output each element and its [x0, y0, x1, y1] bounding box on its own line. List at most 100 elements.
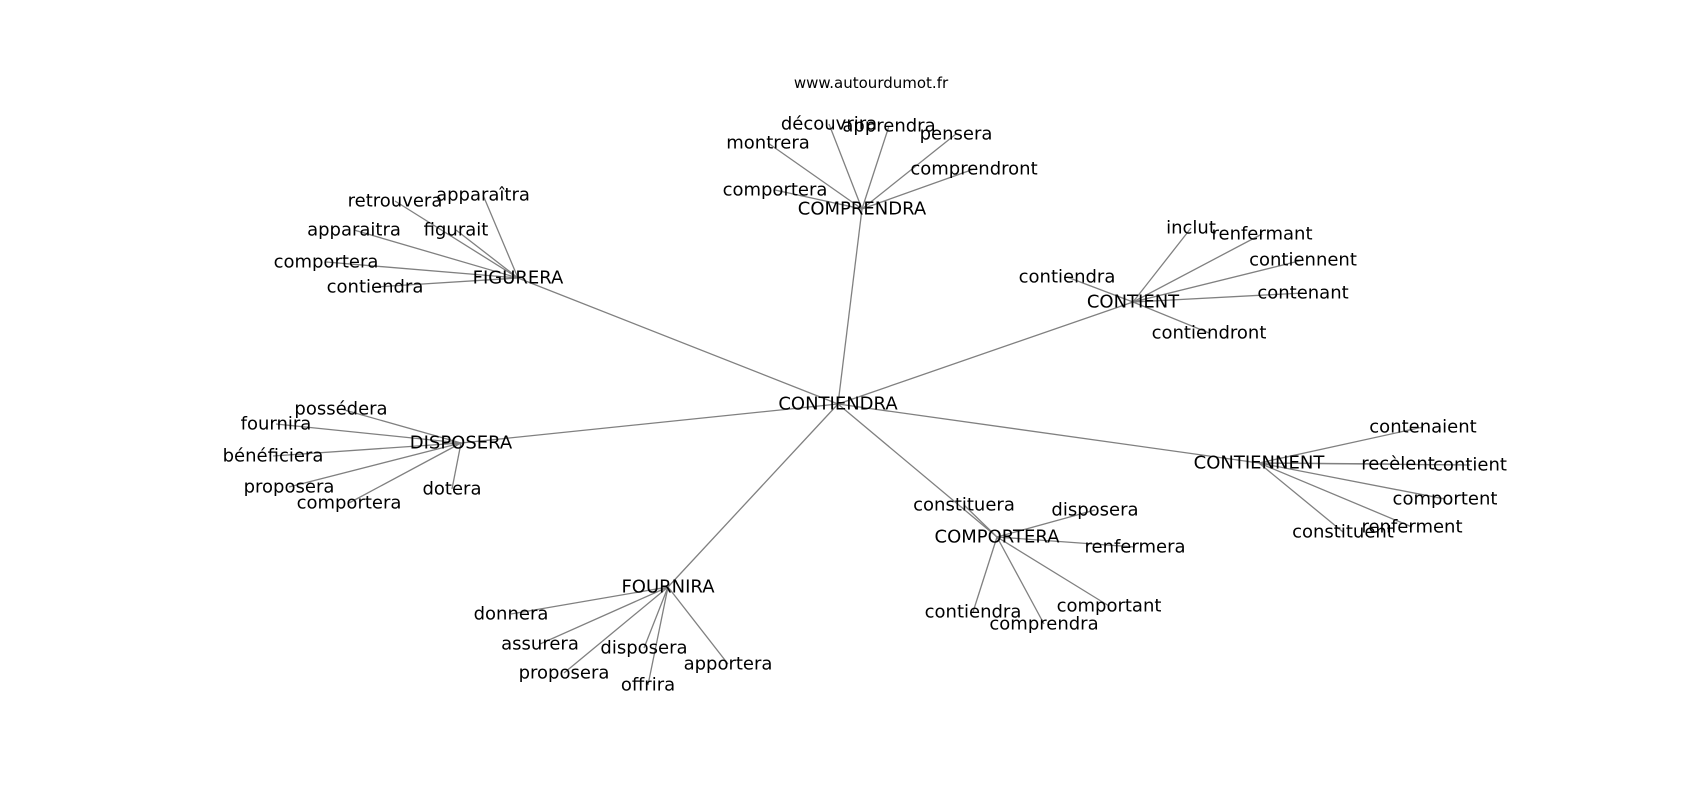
leaf-node-label: retrouvera — [348, 191, 443, 212]
edge-hub-leaf — [1258, 426, 1424, 464]
hub-node-label: CONTIENNENT — [1194, 453, 1326, 474]
edge-hub-leaf — [340, 408, 462, 444]
leaf-node-label: proposera — [244, 477, 335, 498]
leaf-node-label: contiennent — [1249, 250, 1357, 271]
leaf-node-label: comprendront — [910, 159, 1037, 180]
leaf-node-label: inclut — [1166, 218, 1216, 239]
edge-hub-leaf — [1132, 259, 1304, 303]
hub-node-label: CONTIENT — [1087, 292, 1180, 313]
edge-hub-leaf — [996, 536, 1110, 607]
leaf-node-label: possédera — [294, 399, 387, 420]
edge-hub-leaf — [348, 442, 462, 504]
leaf-node-label: contiendra — [1019, 267, 1116, 288]
leaf-node-label: fournira — [241, 414, 312, 435]
leaf-node-label: disposera — [600, 638, 687, 659]
edge-center-hub — [837, 403, 1260, 464]
leaf-node-label: apportera — [684, 654, 773, 675]
leaf-node-label: contiendront — [1152, 323, 1267, 344]
leaf-node-label: disposera — [1051, 500, 1138, 521]
edge-center-hub — [667, 403, 839, 588]
leaf-node-label: découvrira — [781, 114, 877, 135]
edge-hub-leaf — [455, 229, 519, 279]
leaf-node-label: comprendra — [989, 614, 1098, 635]
edge-center-hub — [837, 301, 1134, 405]
edge-hub-leaf — [1132, 227, 1192, 303]
edge-hub-leaf — [861, 168, 975, 210]
leaf-node-label: dotera — [422, 479, 481, 500]
edge-hub-leaf — [325, 261, 519, 279]
edge-hub-leaf — [374, 277, 519, 288]
leaf-node-label: pensera — [920, 124, 993, 145]
leaf-node-label: renfermant — [1211, 224, 1312, 245]
hub-node-label: DISPOSERA — [410, 433, 513, 454]
hub-node-label: COMPRENDRA — [798, 199, 927, 220]
leaf-node-label: offrira — [621, 675, 675, 696]
edge-hub-leaf — [643, 586, 669, 649]
leaf-node-label: apparaitra — [307, 220, 401, 241]
edge-hub-leaf — [1258, 462, 1344, 533]
edge-hub-leaf — [667, 586, 729, 665]
leaf-node-label: contiendra — [925, 602, 1022, 623]
leaf-node-label: contenant — [1257, 283, 1348, 304]
graph-edges — [272, 123, 1471, 686]
leaf-node-label: donnera — [474, 604, 549, 625]
edge-center-hub — [837, 403, 998, 538]
edge-hub-leaf — [767, 142, 863, 210]
leaf-node-label: comportera — [274, 252, 379, 273]
edge-hub-leaf — [482, 194, 519, 279]
leaf-node-label: contenaient — [1369, 417, 1476, 438]
leaf-node-label: assurera — [501, 634, 579, 655]
edge-hub-leaf — [394, 200, 519, 279]
leaf-node-label: recèlent — [1361, 454, 1435, 475]
edge-center-hub — [460, 403, 839, 444]
edge-hub-leaf — [510, 586, 669, 615]
edge-hub-leaf — [1258, 462, 1471, 466]
edge-hub-leaf — [1258, 462, 1413, 528]
edge-hub-leaf — [539, 586, 669, 645]
hub-node-label: FIGURERA — [473, 268, 564, 289]
leaf-node-label: proposera — [519, 663, 610, 684]
leaf-node-label: apprendra — [842, 116, 935, 137]
leaf-node-label: comportera — [297, 493, 402, 514]
edge-hub-leaf — [353, 229, 519, 279]
leaf-node-label: figurait — [424, 220, 489, 241]
edge-center-hub — [517, 277, 839, 405]
leaf-node-label: constituera — [913, 495, 1015, 516]
edge-hub-leaf — [1258, 462, 1446, 500]
edge-hub-leaf — [451, 442, 462, 490]
leaf-node-label: apparaîtra — [436, 185, 530, 206]
center-node-label: CONTIENDRA — [778, 394, 898, 415]
edge-hub-leaf — [275, 423, 462, 444]
edge-hub-leaf — [1132, 233, 1263, 303]
edge-hub-leaf — [963, 504, 998, 538]
hub-node-label: COMPORTERA — [935, 527, 1061, 548]
leaf-node-label: renfermera — [1084, 537, 1185, 558]
edge-hub-leaf — [996, 536, 1045, 625]
edge-hub-leaf — [828, 123, 863, 210]
edge-hub-leaf — [1132, 292, 1304, 303]
leaf-node-label: montrera — [726, 133, 810, 154]
leaf-node-label: contient — [1433, 455, 1507, 476]
edge-hub-leaf — [272, 442, 462, 457]
edge-center-hub — [837, 208, 863, 405]
edge-hub-leaf — [288, 442, 462, 488]
edge-hub-leaf — [996, 536, 1136, 548]
edge-hub-leaf — [774, 189, 863, 210]
leaf-node-label: comportant — [1057, 596, 1162, 617]
leaf-node-label: comportera — [723, 180, 828, 201]
edge-hub-leaf — [563, 586, 669, 674]
site-credit: www.autourdumot.fr — [794, 74, 949, 92]
leaf-node-label: bénéficiera — [223, 446, 324, 467]
edge-hub-leaf — [1066, 276, 1134, 303]
edge-hub-leaf — [647, 586, 669, 686]
leaf-node-label: contiendra — [327, 277, 424, 298]
edge-hub-leaf — [1132, 301, 1210, 334]
edge-hub-leaf — [861, 125, 890, 210]
leaf-node-label: comportent — [1393, 489, 1498, 510]
edge-hub-leaf — [996, 509, 1096, 538]
leaf-node-label: constituent — [1292, 522, 1394, 543]
edge-hub-leaf — [972, 536, 998, 613]
leaf-node-label: renferment — [1361, 517, 1462, 538]
